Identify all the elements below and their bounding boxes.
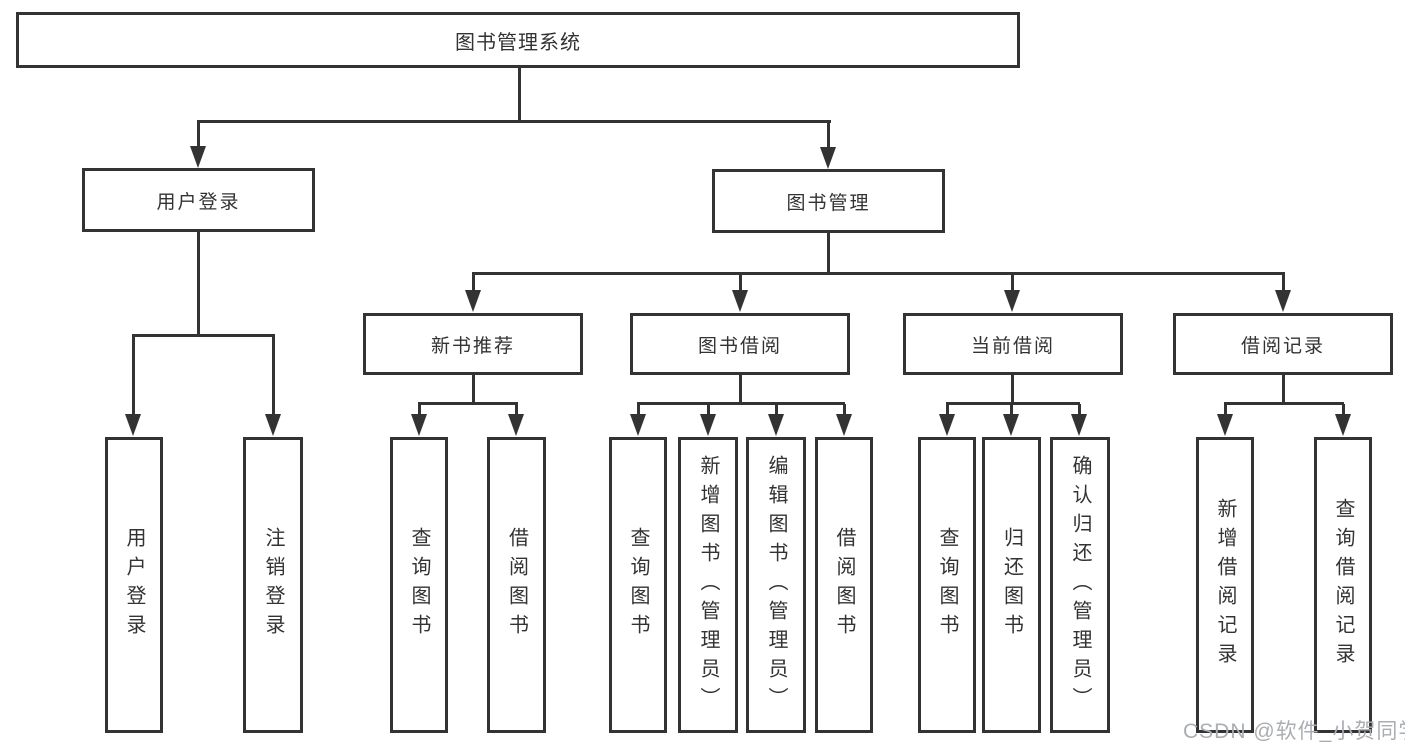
node-label: 编辑图书（管理员） <box>765 454 787 716</box>
node-borrowing-records: 借阅记录 <box>1173 313 1393 375</box>
connector-line <box>827 122 830 147</box>
arrowhead-down-icon <box>1217 414 1233 436</box>
leaf-logout: 注销登录 <box>243 437 303 733</box>
connector-line <box>1342 404 1345 414</box>
arrowhead-down-icon <box>1071 414 1087 436</box>
node-label: 用户登录 <box>156 191 241 213</box>
connector-line <box>775 404 778 414</box>
arrowhead-down-icon <box>630 414 646 436</box>
arrowhead-down-icon <box>265 414 281 436</box>
node-label: 查询借阅记录 <box>1332 498 1354 672</box>
node-label: 新增借阅记录 <box>1214 498 1236 672</box>
connector-line <box>1078 404 1081 414</box>
connector-line <box>197 120 831 123</box>
connector-line <box>739 274 742 290</box>
node-label: 图书管理 <box>786 192 871 214</box>
arrowhead-down-icon <box>820 147 836 169</box>
node-library-management-system: 图书管理系统 <box>16 12 1020 68</box>
node-user-login: 用户登录 <box>82 168 315 232</box>
leaf-borrow-books-borrowing: 借阅图书 <box>815 437 873 733</box>
connector-line <box>515 404 518 414</box>
node-label: 新书推荐 <box>430 335 515 357</box>
node-label: 查询图书 <box>408 527 430 643</box>
node-label: 查询图书 <box>627 527 649 643</box>
connector-line <box>472 272 1285 275</box>
connector-line <box>637 404 640 414</box>
connector-line <box>132 336 135 414</box>
connector-line <box>1224 404 1227 414</box>
leaf-borrow-books-recommend: 借阅图书 <box>487 437 546 733</box>
connector-line <box>418 402 518 405</box>
arrowhead-down-icon <box>732 290 748 312</box>
watermark-text: CSDN @软件_小贺同学 <box>1183 720 1405 743</box>
connector-line <box>1224 402 1344 405</box>
connector-line <box>197 122 200 147</box>
arrowhead-down-icon <box>125 414 141 436</box>
leaf-confirm-return-admin: 确认归还（管理员） <box>1050 437 1110 733</box>
arrowhead-down-icon <box>190 146 206 168</box>
node-label: 图书管理系统 <box>455 31 581 54</box>
node-label: 查询图书 <box>936 527 958 643</box>
leaf-user-login: 用户登录 <box>105 437 163 733</box>
node-label: 确认归还（管理员） <box>1069 454 1091 716</box>
leaf-add-book-admin: 新增图书（管理员） <box>678 437 738 733</box>
arrowhead-down-icon <box>700 414 716 436</box>
node-label: 用户登录 <box>123 527 145 643</box>
leaf-query-borrow-record: 查询借阅记录 <box>1314 437 1372 733</box>
arrowhead-down-icon <box>411 414 427 436</box>
arrowhead-down-icon <box>1275 290 1291 312</box>
connector-line <box>739 375 742 403</box>
node-current-borrowing: 当前借阅 <box>903 313 1123 375</box>
leaf-query-books-borrowing: 查询图书 <box>609 437 667 733</box>
connector-line <box>1282 274 1285 290</box>
connector-line <box>827 233 830 273</box>
connector-line <box>707 404 710 414</box>
connector-line <box>946 402 1080 405</box>
connector-line <box>472 375 475 403</box>
arrowhead-down-icon <box>1004 290 1020 312</box>
connector-line <box>197 232 200 335</box>
node-label: 当前借阅 <box>970 335 1055 357</box>
arrowhead-down-icon <box>1335 414 1351 436</box>
arrowhead-down-icon <box>465 290 481 312</box>
node-new-book-recommendation: 新书推荐 <box>363 313 583 375</box>
node-label: 借阅图书 <box>833 527 855 643</box>
node-label: 新增图书（管理员） <box>697 454 719 716</box>
node-label: 借阅记录 <box>1240 335 1325 357</box>
leaf-add-borrow-record: 新增借阅记录 <box>1196 437 1254 733</box>
connector-line <box>843 404 846 414</box>
connector-line <box>1010 404 1013 414</box>
connector-line <box>1011 274 1014 290</box>
connector-line <box>418 404 421 414</box>
node-book-management: 图书管理 <box>712 169 945 233</box>
node-book-borrowing: 图书借阅 <box>630 313 850 375</box>
arrowhead-down-icon <box>939 414 955 436</box>
leaf-edit-book-admin: 编辑图书（管理员） <box>746 437 806 733</box>
node-label: 归还图书 <box>1000 527 1023 643</box>
node-label: 借阅图书 <box>505 527 528 643</box>
arrowhead-down-icon <box>1003 414 1019 436</box>
arrowhead-down-icon <box>508 414 524 436</box>
leaf-return-books: 归还图书 <box>982 437 1041 733</box>
leaf-query-books-current: 查询图书 <box>918 437 976 733</box>
connector-line <box>472 274 475 290</box>
connector-line <box>1282 375 1285 403</box>
connector-line <box>946 404 949 414</box>
connector-line <box>272 336 275 414</box>
connector-line <box>518 68 521 121</box>
node-label: 注销登录 <box>262 527 284 643</box>
leaf-query-books-recommend: 查询图书 <box>390 437 448 733</box>
connector-line <box>132 334 275 337</box>
node-label: 图书借阅 <box>697 335 782 357</box>
arrowhead-down-icon <box>768 414 784 436</box>
connector-line <box>1011 375 1014 403</box>
arrowhead-down-icon <box>836 414 852 436</box>
connector-line <box>637 402 845 405</box>
